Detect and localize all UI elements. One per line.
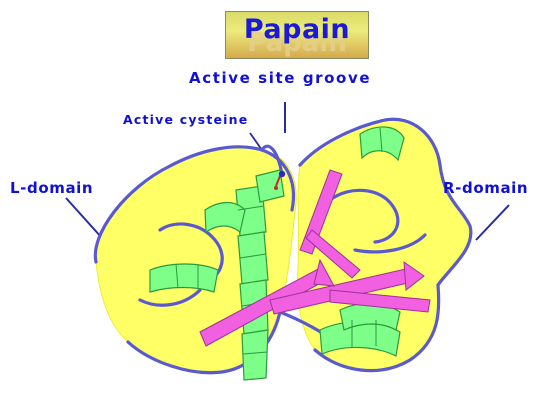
label-r-domain: R-domain bbox=[443, 179, 528, 197]
label-active-site-groove: Active site groove bbox=[189, 69, 371, 87]
helix-l-main-4 bbox=[242, 330, 268, 380]
label-active-cysteine: Active cysteine bbox=[123, 112, 248, 127]
l-domain-leader-line bbox=[66, 198, 102, 238]
r-domain-leader-line bbox=[476, 205, 509, 240]
helix-l-left-1 bbox=[150, 264, 218, 292]
title-banner: Papain Papain bbox=[225, 11, 369, 59]
page-title: Papain bbox=[226, 14, 368, 45]
label-l-domain: L-domain bbox=[10, 179, 93, 197]
cysteine-sulfur-atom bbox=[279, 171, 285, 177]
